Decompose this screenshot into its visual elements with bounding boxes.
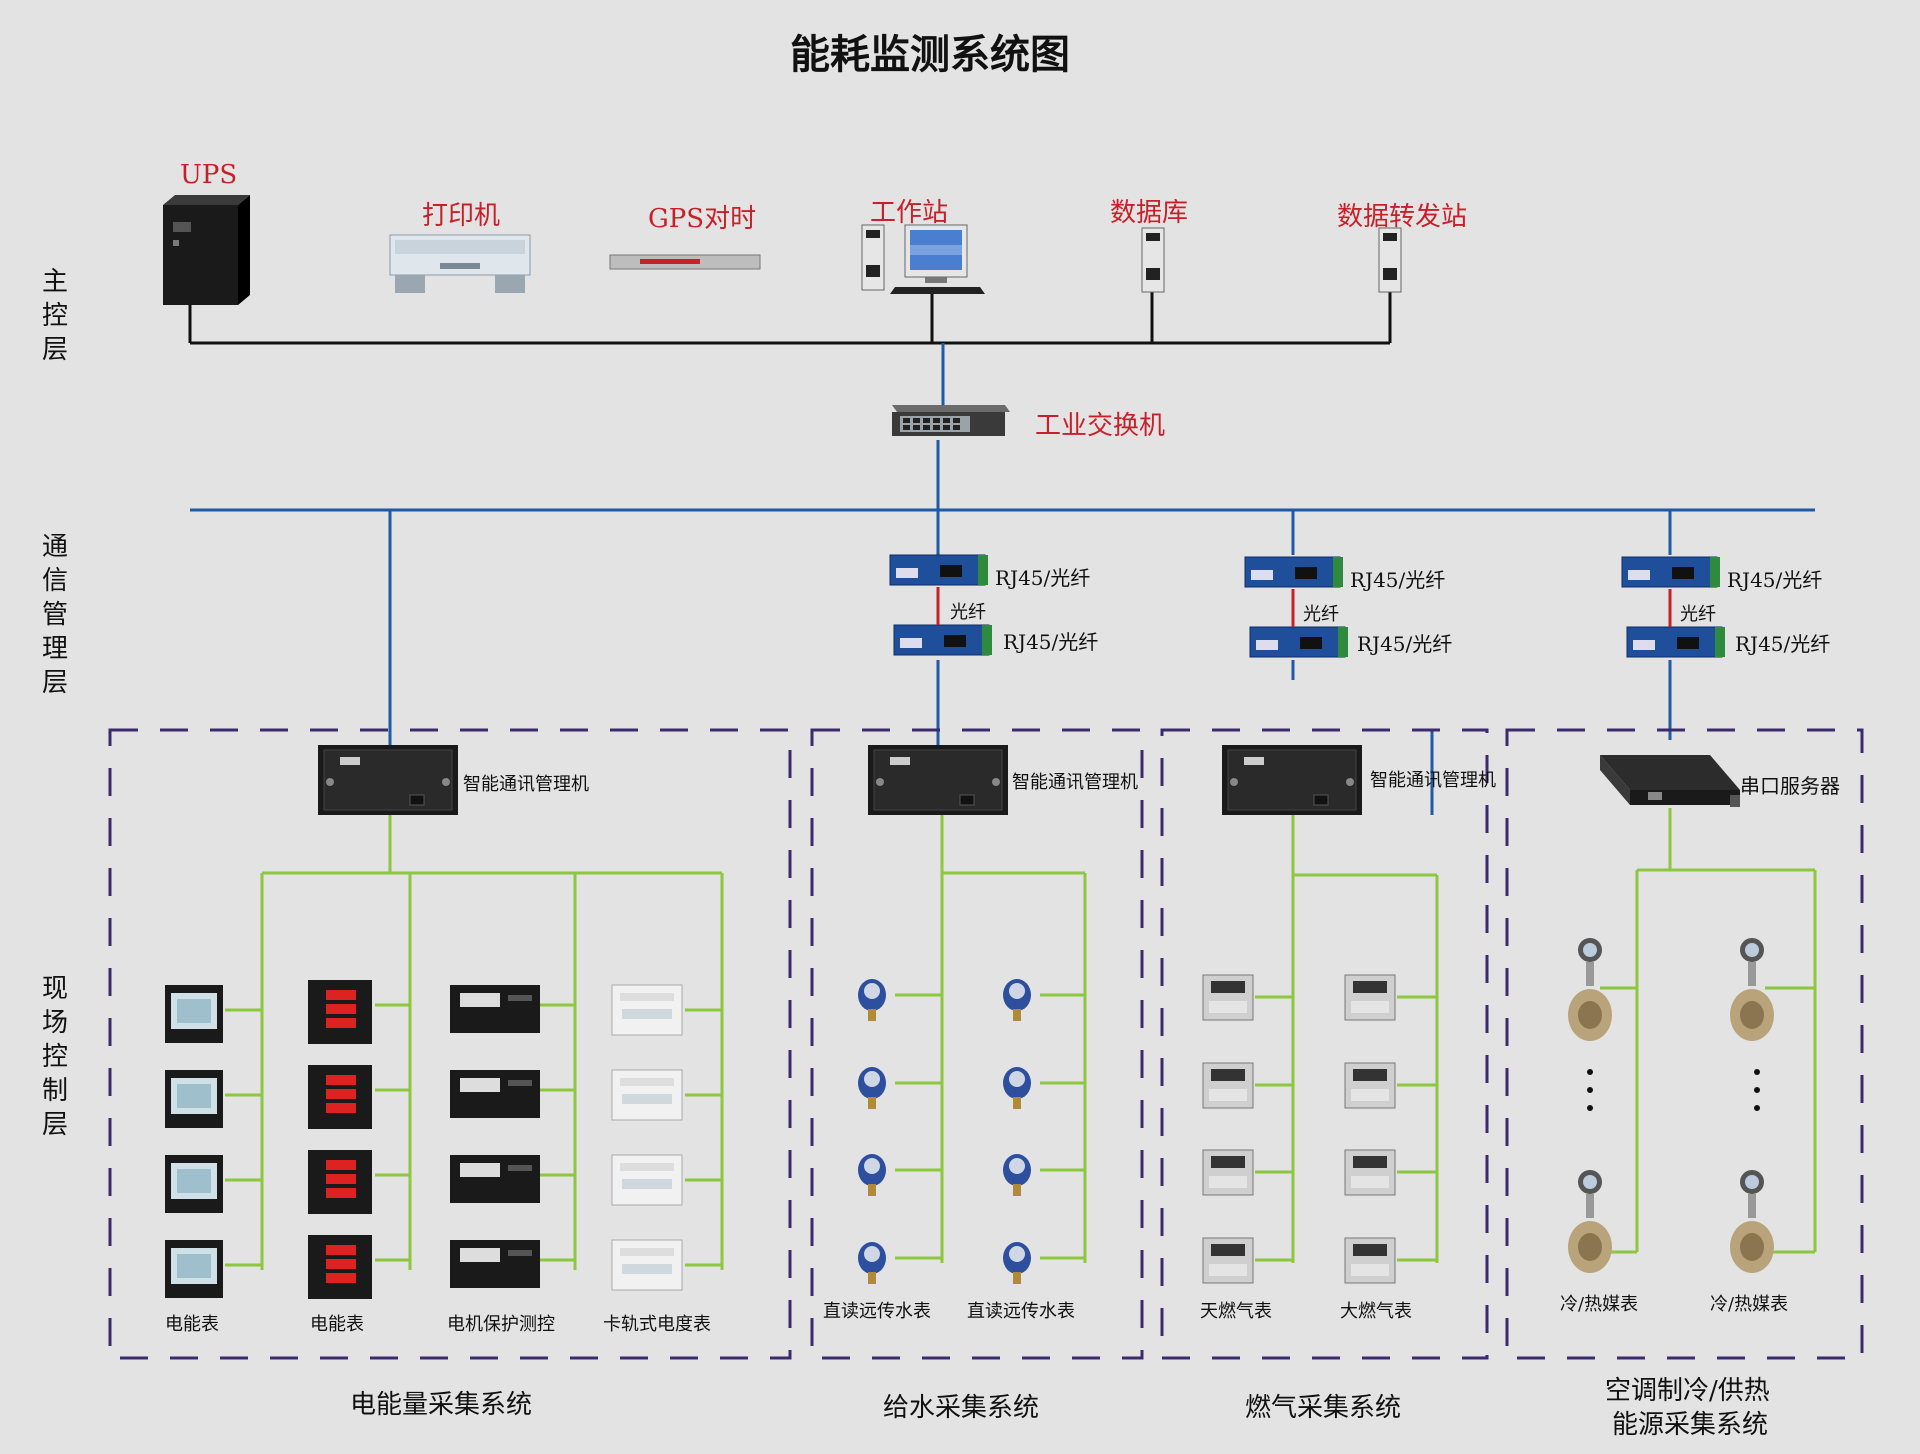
system-frames xyxy=(108,728,1864,1360)
rj45-label: RJ45/光纤 xyxy=(995,566,1091,590)
layer-label-comm-mgmt: 通 信 管 理 层 xyxy=(30,530,80,700)
rj45-label: RJ45/光纤 xyxy=(1350,568,1446,592)
printer-label: 打印机 xyxy=(422,201,501,231)
layer-char: 场 xyxy=(41,1008,68,1038)
workstation-label: 工作站 xyxy=(870,198,949,228)
din-rail-meter-column xyxy=(611,984,683,1291)
layer-char: 层 xyxy=(41,1110,68,1140)
heat-meters xyxy=(1568,938,1774,1273)
system-label-power: 电能量采集系统 xyxy=(350,1390,533,1420)
motor-protection-label: 电机保护测控 xyxy=(447,1314,555,1335)
layer-char: 控 xyxy=(41,1042,68,1072)
water-meters xyxy=(858,979,1031,1284)
fiber-label: 光纤 xyxy=(950,602,986,623)
layer-char: 管 xyxy=(41,600,68,630)
gas-meters xyxy=(1202,974,1396,1284)
gps-label: GPS对时 xyxy=(648,204,757,234)
energy-meter-label: 电能表 xyxy=(310,1314,364,1335)
media-converter-pair-3 xyxy=(1621,556,1725,658)
layer-char: 制 xyxy=(41,1076,68,1106)
serial-server-device xyxy=(1600,755,1740,807)
switch-label: 工业交换机 xyxy=(1035,411,1166,441)
heat-meter-label: 冷/热媒表 xyxy=(1710,1294,1789,1315)
layer-char: 层 xyxy=(41,668,68,698)
forwarder-server xyxy=(1378,227,1402,293)
smart-comm-manager-label: 智能通讯管理机 xyxy=(463,774,589,795)
main-black-bus xyxy=(188,290,1392,345)
layer-label-main-control: 主 控 层 xyxy=(30,265,80,367)
layer-char: 理 xyxy=(41,634,68,664)
serial-server-label: 串口服务器 xyxy=(1740,774,1840,798)
layer-char: 主 xyxy=(41,267,68,297)
industrial-switch-device xyxy=(892,405,1010,436)
energy-meter-column-1 xyxy=(165,985,223,1298)
layer-label-field-control: 现 场 控 制 层 xyxy=(30,972,80,1142)
energy-meter-column-2 xyxy=(308,980,372,1299)
water-meter-label: 直读远传水表 xyxy=(967,1301,1075,1322)
smart-comm-manager-2 xyxy=(868,745,1008,815)
system-label-hvac-line2: 能源采集系统 xyxy=(1612,1410,1769,1440)
smart-comm-manager-1 xyxy=(318,745,458,815)
smart-comm-manager-label: 智能通讯管理机 xyxy=(1012,772,1138,793)
system-label-gas: 燃气采集系统 xyxy=(1245,1393,1402,1423)
layer-char: 控 xyxy=(41,301,68,331)
media-converter-pair-1 xyxy=(889,554,992,656)
page-title: 能耗监测系统图 xyxy=(790,32,1070,78)
database-server xyxy=(1141,227,1165,293)
fiber-links xyxy=(936,587,1672,627)
media-converter-pair-2 xyxy=(1244,556,1348,658)
layer-char: 信 xyxy=(41,566,68,596)
forwarder-label: 数据转发站 xyxy=(1337,202,1468,232)
fiber-label: 光纤 xyxy=(1680,604,1716,625)
ups-device xyxy=(163,195,250,305)
din-rail-meter-label: 卡轨式电度表 xyxy=(603,1314,711,1335)
printer-device xyxy=(389,234,531,293)
rj45-label: RJ45/光纤 xyxy=(1727,568,1823,592)
gas-meter-label: 天燃气表 xyxy=(1200,1301,1272,1322)
rj45-label: RJ45/光纤 xyxy=(1735,632,1831,656)
smart-comm-manager-label: 智能通讯管理机 xyxy=(1370,770,1496,791)
water-meter-label: 直读远传水表 xyxy=(823,1301,931,1322)
gps-clock-device xyxy=(609,254,761,270)
fiber-label: 光纤 xyxy=(1303,604,1339,625)
layer-char: 现 xyxy=(41,974,68,1004)
smart-comm-manager-3 xyxy=(1222,745,1362,815)
energy-meter-label: 电能表 xyxy=(165,1314,219,1335)
motor-protection-column xyxy=(450,985,540,1288)
ups-label: UPS xyxy=(180,160,238,190)
database-label: 数据库 xyxy=(1110,198,1189,228)
gas-meter-label: 大燃气表 xyxy=(1340,1301,1412,1322)
heat-meter-label: 冷/热媒表 xyxy=(1560,1294,1639,1315)
fieldbus-lines xyxy=(225,808,1817,1270)
rj45-label: RJ45/光纤 xyxy=(1003,630,1099,654)
layer-char: 层 xyxy=(41,335,68,365)
system-label-hvac-line1: 空调制冷/供热 xyxy=(1605,1376,1770,1406)
workstation-device xyxy=(861,224,985,294)
layer-char: 通 xyxy=(41,532,68,562)
system-label-water: 给水采集系统 xyxy=(883,1393,1040,1423)
rj45-label: RJ45/光纤 xyxy=(1357,632,1453,656)
